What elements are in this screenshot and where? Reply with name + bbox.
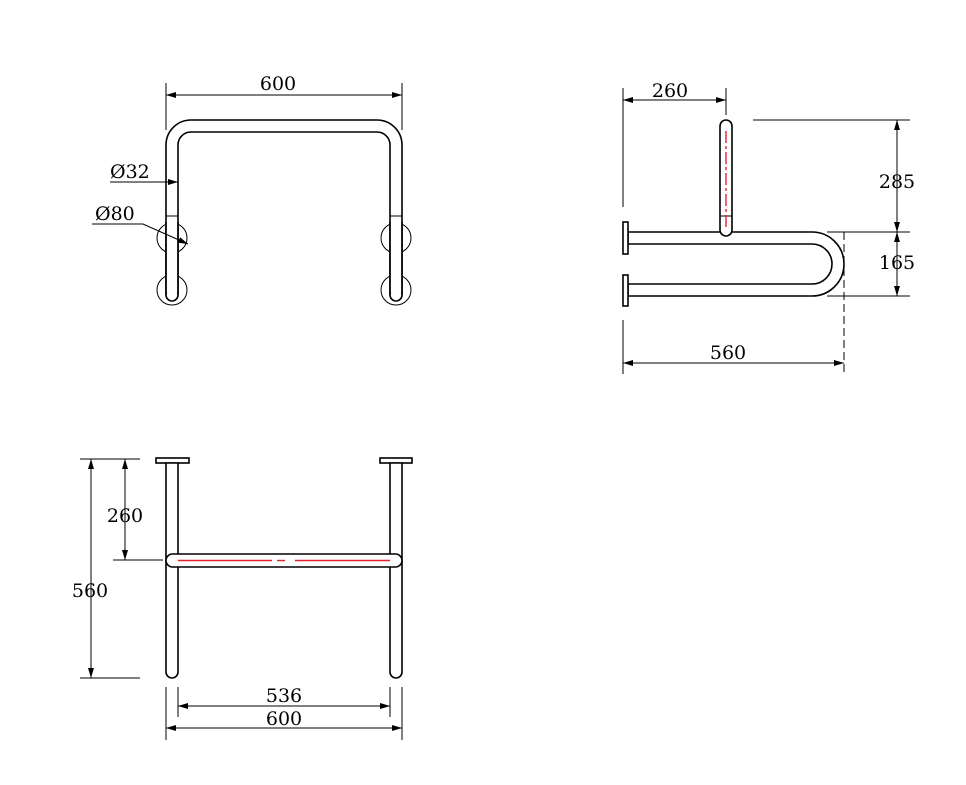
- leg-right: [389, 462, 403, 679]
- width-label: 600: [260, 73, 296, 95]
- front-view: 600 Ø32 Ø80: [92, 73, 412, 306]
- depth-label: 560: [710, 342, 746, 364]
- u-shaped-tube: [165, 119, 403, 302]
- side-view: 260 285 165 560: [622, 80, 915, 374]
- flange-diameter-leader: [92, 223, 189, 245]
- wall-plate-upper: [622, 221, 629, 255]
- upper-height-label: 285: [879, 171, 915, 193]
- leg-left: [165, 462, 179, 679]
- bar-offset-label: 260: [107, 505, 143, 527]
- wall-plate-lower: [622, 274, 629, 307]
- top-view: 260 560 536 600: [72, 457, 413, 740]
- outer-width-label: 600: [266, 708, 302, 730]
- tube-diameter-label: Ø32: [110, 161, 150, 183]
- inner-width-label: 536: [266, 685, 302, 707]
- offset-label: 260: [652, 80, 688, 102]
- lower-height-label: 165: [879, 252, 915, 274]
- depth-label: 560: [72, 580, 108, 602]
- flange-diameter-label: Ø80: [95, 203, 135, 225]
- u-return-tube: [627, 231, 845, 297]
